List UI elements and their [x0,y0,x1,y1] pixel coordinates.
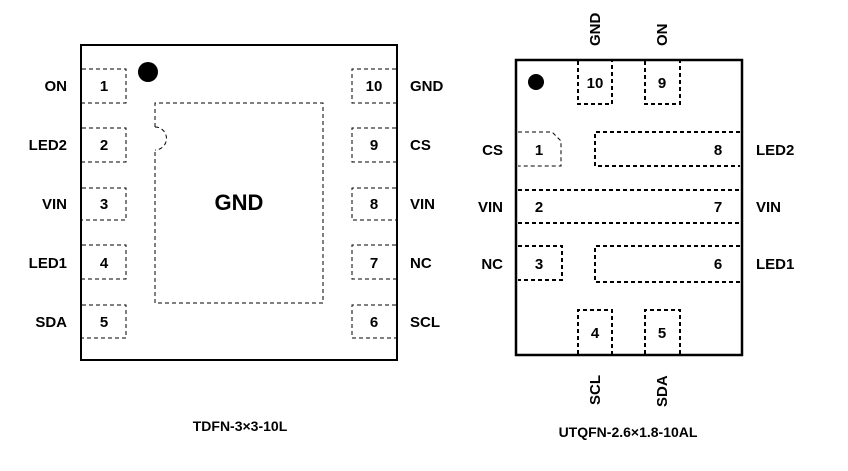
pin-number: 3 [535,256,543,273]
pin-name: ON [45,78,68,95]
tdfn-package-name: TDFN-3×3-10L [193,418,288,434]
pin1-marker-dot [528,74,544,90]
pin-name: ON [654,24,671,47]
pin-name: VIN [410,196,435,213]
utqfn-pin-1: 1 CS [482,131,562,167]
tdfn-pin-5: 5 SDA [35,304,127,339]
utqfn-package-name: UTQFN-2.6×1.8-10AL [559,424,698,440]
pin-number: 10 [366,78,383,95]
pin-name: CS [482,142,503,159]
pin-number: 3 [100,196,108,213]
pin-number: 4 [591,325,600,342]
pin-name: LED2 [756,142,794,159]
utqfn-pin-9: 9 ON [644,24,681,105]
utqfn-pin-10: 10 GND [577,13,613,105]
utqfn-pin-7: 7 VIN [714,199,781,216]
pin-name: SCL [410,314,440,331]
pin-number: 1 [100,78,108,95]
tdfn-pin-10: 10 GND [351,68,444,104]
pin-name: LED1 [29,255,67,272]
pin-number: 6 [714,256,722,273]
pin-number: 10 [587,75,604,92]
tdfn-pin-2: 2 LED2 [29,127,127,163]
pin-name: NC [410,255,432,272]
utqfn-pin-8: 8 LED2 [594,131,794,167]
tdfn-pin-7: 7 NC [351,244,432,280]
pin-number: 7 [714,199,722,216]
utqfn-body [514,58,744,357]
pin-name: CS [410,137,431,154]
tdfn-pin-1: 1 ON [45,68,127,104]
tdfn-pin-8: 8 VIN [351,187,435,221]
pin-number: 9 [658,75,666,92]
tdfn-exposed-pad-notch [154,126,167,151]
pin-name: SDA [35,314,67,331]
utqfn-pin-2: 2 VIN [478,199,543,216]
pin-number: 4 [100,255,109,272]
pin-number: 5 [100,314,108,331]
pin-number: 5 [658,325,666,342]
pin-number: 7 [370,255,378,272]
pin-number: 2 [535,199,543,216]
pin-number: 6 [370,314,378,331]
pin-number: 8 [370,196,378,213]
utqfn-package: 10 GND 9 ON 1 CS 8 LED2 2 VIN [478,13,794,441]
pin-name: SDA [654,375,671,407]
pin1-marker-dot [138,62,158,82]
tdfn-package: GND 1 ON 2 LED2 3 VIN 4 LED1 5 SDA [29,44,444,434]
pin-name: LED1 [756,256,794,273]
tdfn-body [80,44,398,361]
utqfn-pin-4: 4 SCL [577,309,613,405]
tdfn-pin-9: 9 CS [351,127,431,163]
pin-number: 9 [370,137,378,154]
pin-name: NC [481,256,503,273]
utqfn-pin-6: 6 LED1 [594,245,794,283]
tdfn-pin-3: 3 VIN [42,187,127,221]
utqfn-pin-3: 3 NC [481,245,563,281]
tdfn-pin-4: 4 LED1 [29,244,127,280]
pin-name: VIN [478,199,503,216]
pin-number: 8 [714,142,722,159]
pin-number: 1 [535,142,543,159]
pin-name: VIN [756,199,781,216]
pin-name: VIN [42,196,67,213]
pin-name: SCL [587,375,604,405]
pin-name: LED2 [29,137,67,154]
utqfn-pin-2-7-bar [518,189,741,224]
pin-number: 2 [100,137,108,154]
tdfn-exposed-pad-label: GND [215,190,264,215]
tdfn-pin-6: 6 SCL [351,304,440,339]
pin-name: GND [587,13,604,47]
pin-name: GND [410,78,444,95]
utqfn-pin-5: 5 SDA [644,309,681,407]
